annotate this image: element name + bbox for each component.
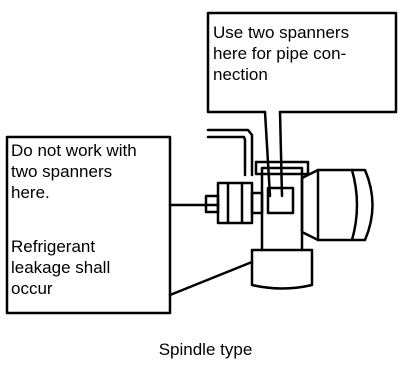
- callout-left-top-line: two spanners: [11, 162, 113, 181]
- pipe-nut-square: [266, 186, 295, 215]
- flare-nut-right: [300, 168, 374, 242]
- figure-caption: Spindle type: [158, 340, 253, 359]
- callout-top-text: Use two spanners here for pipe con- nect…: [213, 22, 349, 85]
- callout-left-top-line: here.: [11, 183, 50, 202]
- callout-left-bottom-line: leakage shall: [11, 258, 111, 277]
- callout-top-line: nection: [213, 65, 268, 84]
- callout-left-bottom-line: occur: [11, 279, 53, 298]
- callout-top-leader: [263, 110, 284, 198]
- callout-top-line: Use two spanners: [213, 23, 350, 42]
- callout-left-bottom-text: Refrigerant leakage shall occur: [11, 236, 110, 299]
- valve-bottom-cap: [250, 248, 314, 290]
- callout-left-top-line: Do not work with: [11, 141, 137, 160]
- callout-left-leader-bottom: [168, 260, 254, 297]
- callout-left-box: [5, 135, 172, 315]
- capillary-tube: [206, 128, 254, 177]
- valve-top-cap: [254, 160, 310, 176]
- callout-left-bottom-line: Refrigerant: [11, 237, 96, 256]
- callout-top-line: here for pipe con-: [213, 44, 347, 63]
- callout-top-box: [206, 11, 398, 114]
- callout-left-top-text: Do not work with two spanners here.: [11, 140, 137, 203]
- left-pipe-stub: [250, 191, 264, 215]
- left-nut: [216, 181, 254, 225]
